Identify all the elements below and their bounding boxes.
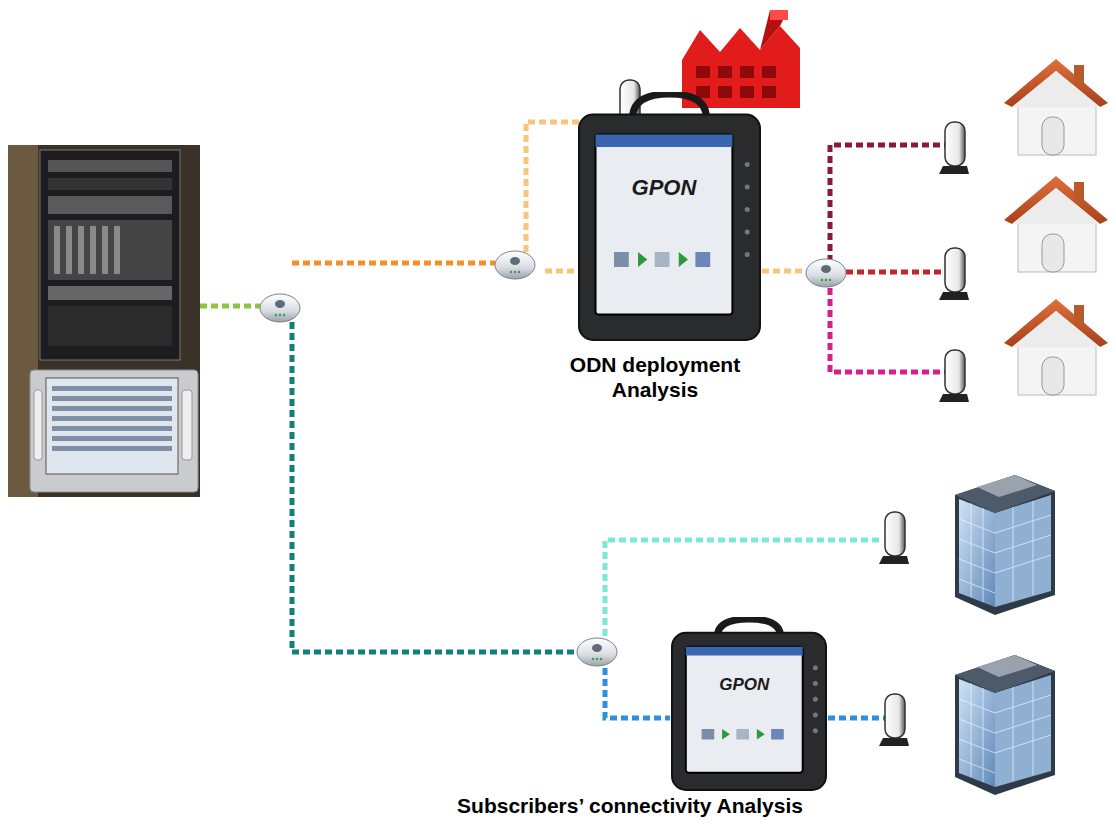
fiber-lines: [200, 122, 945, 718]
tablet-node: GPONSubscribers’ connectivity Analysis: [670, 617, 828, 792]
tool-caption: ODN deployment Analysis: [560, 352, 750, 402]
office-building-icons: [955, 475, 1055, 795]
tablet-tester: [577, 92, 762, 342]
screen-logo: GPON: [632, 175, 697, 201]
screen-logo: GPON: [719, 675, 769, 695]
tablet-node: GPONODN deployment Analysis: [577, 92, 762, 342]
factory-icon: [682, 10, 800, 108]
tablet-tester: [670, 617, 828, 792]
house-icons: [1004, 59, 1108, 395]
tool-caption: Subscribers’ connectivity Analysis: [457, 793, 803, 818]
olt-rack: [8, 145, 200, 497]
